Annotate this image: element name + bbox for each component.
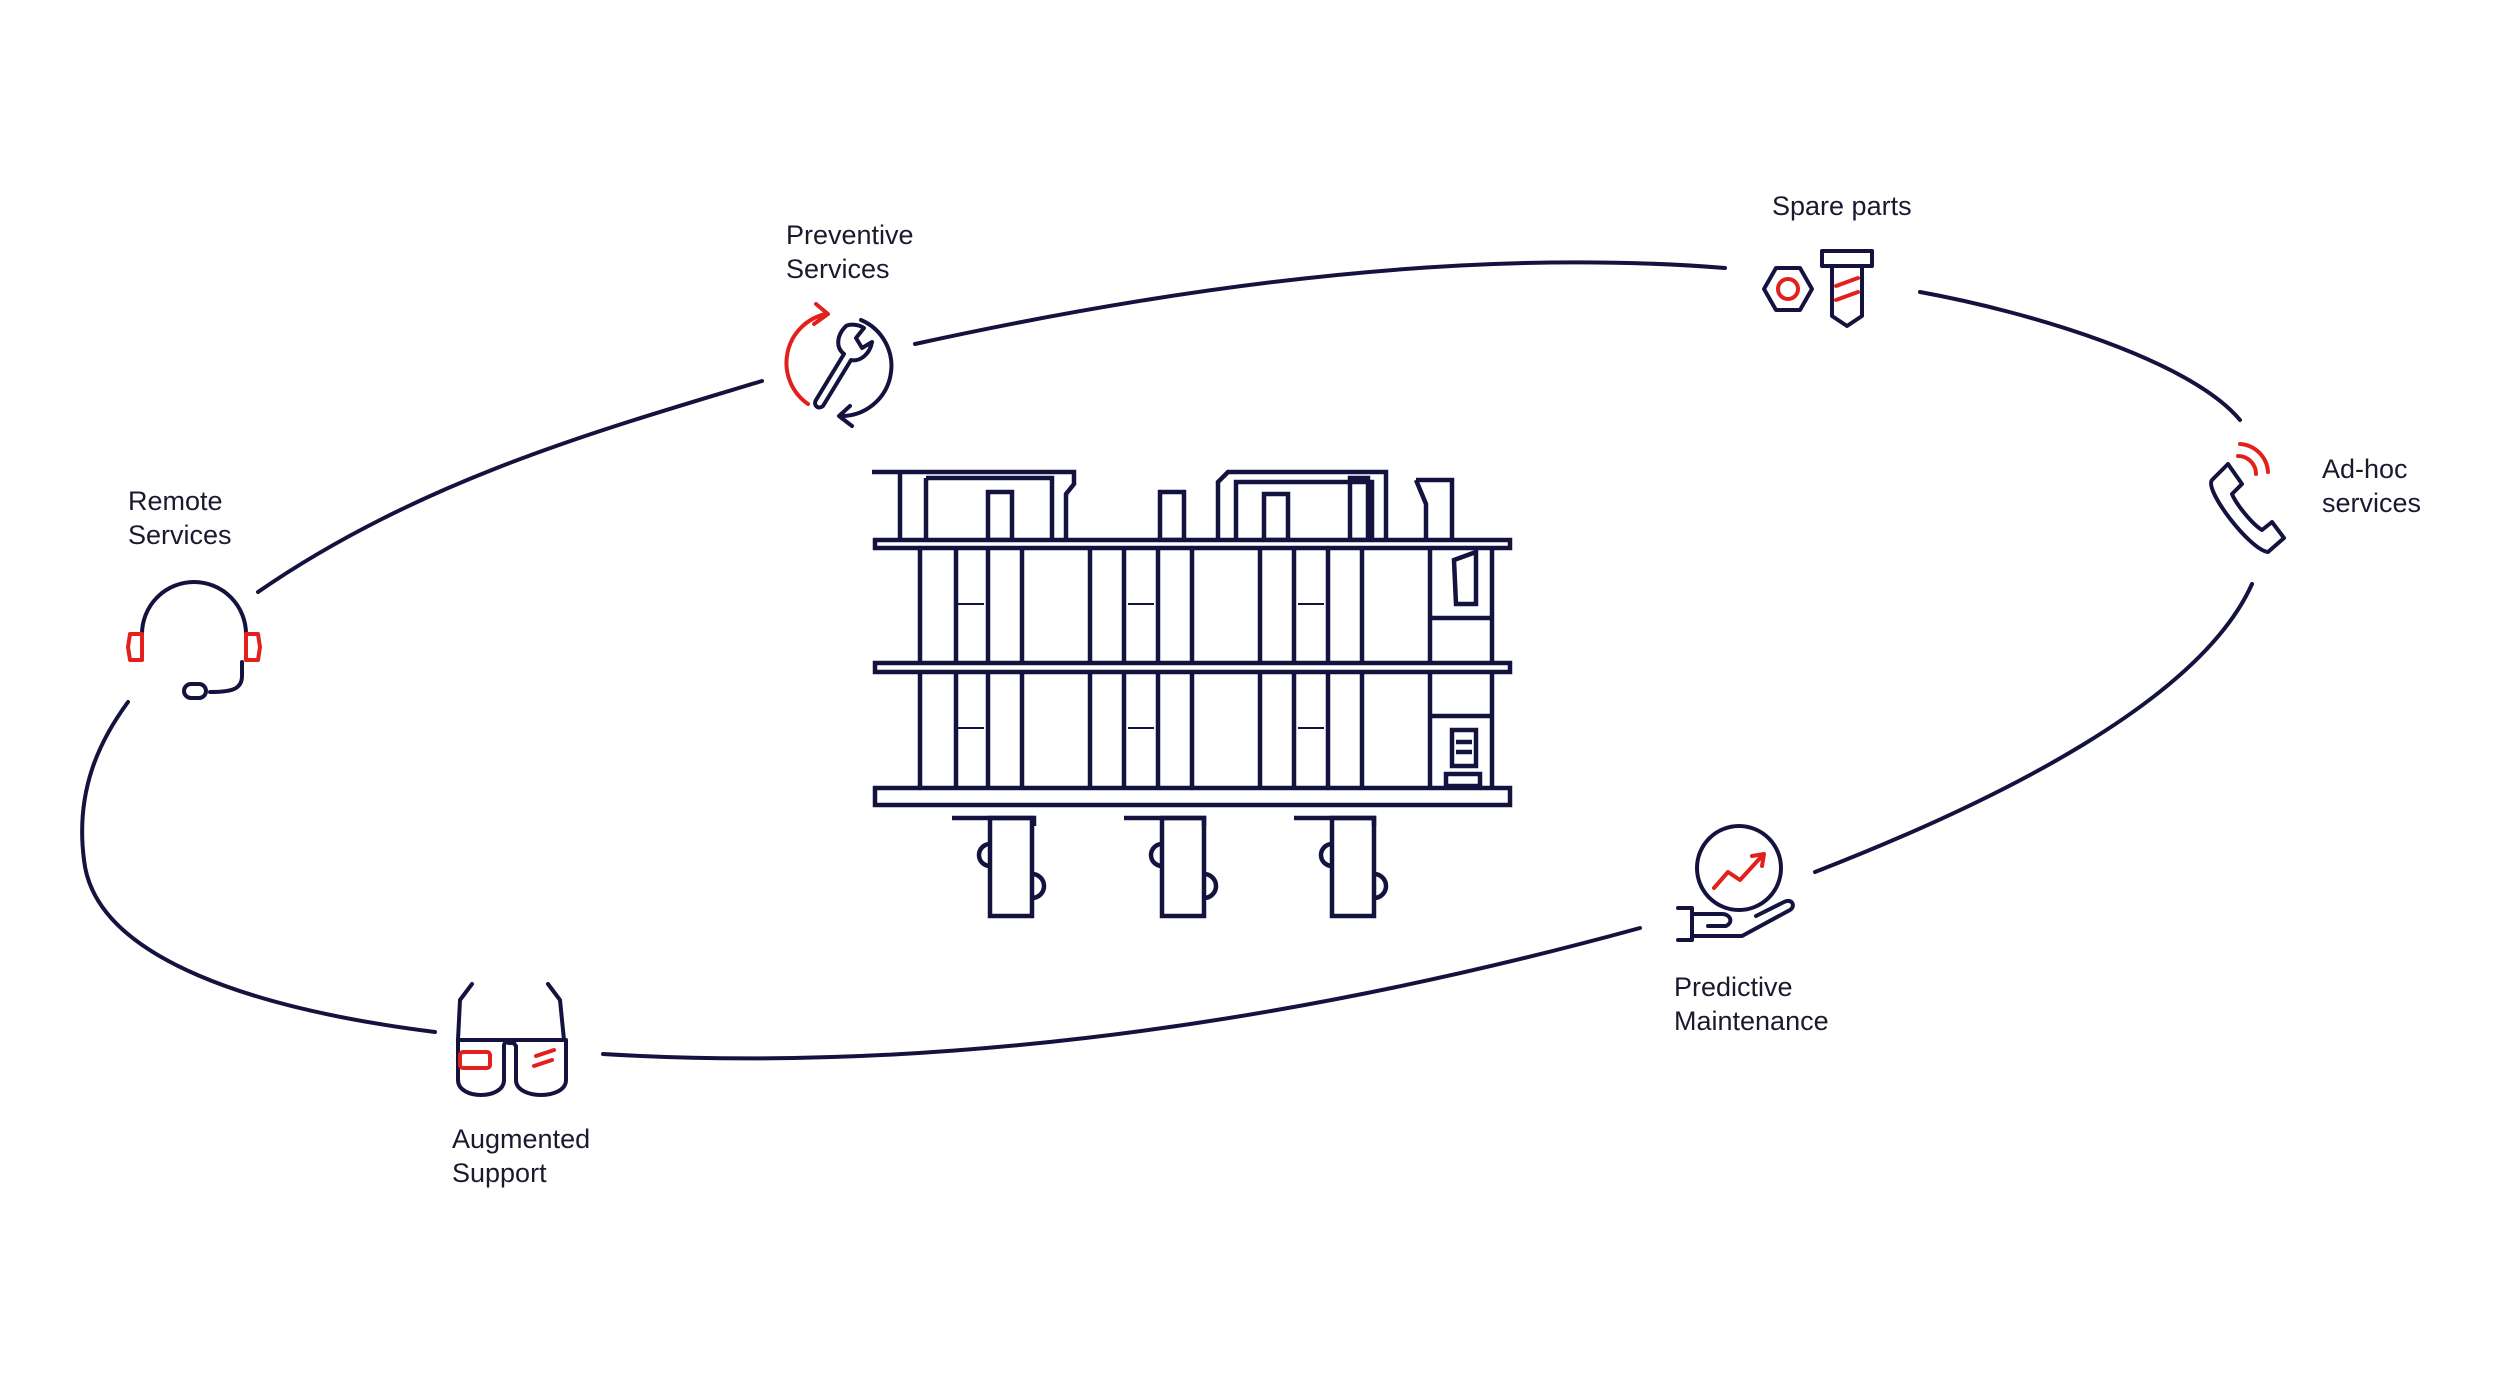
node-preventive-services: Preventive Services bbox=[784, 220, 914, 428]
adhoc-label-line2: services bbox=[2322, 488, 2421, 518]
node-adhoc-services: Ad-hoc services bbox=[2209, 442, 2421, 554]
node-predictive-maintenance: Predictive Maintenance bbox=[1674, 824, 1829, 1036]
phone-ringing-icon bbox=[2209, 442, 2286, 554]
preventive-label-line1: Preventive bbox=[786, 220, 914, 250]
remote-label-line1: Remote bbox=[128, 486, 223, 516]
predictive-label-line1: Predictive bbox=[1674, 972, 1793, 1002]
smart-glasses-icon bbox=[456, 982, 568, 1097]
nut-bolt-icon bbox=[1762, 249, 1874, 328]
augmented-label-line2: Support bbox=[452, 1158, 547, 1188]
wrench-cycle-icon bbox=[784, 302, 894, 428]
headset-icon bbox=[126, 580, 262, 700]
node-augmented-support: Augmented Support bbox=[452, 982, 590, 1188]
node-spare-parts: Spare parts bbox=[1762, 191, 1912, 328]
cycle-ring bbox=[80, 260, 2254, 1061]
remote-label-line2: Services bbox=[128, 520, 232, 550]
predictive-label-line2: Maintenance bbox=[1674, 1006, 1829, 1036]
augmented-label-line1: Augmented bbox=[452, 1124, 590, 1154]
spare-parts-label: Spare parts bbox=[1772, 191, 1912, 221]
hand-trend-icon bbox=[1676, 824, 1795, 942]
industrial-machine-icon bbox=[872, 469, 1513, 919]
preventive-label-line2: Services bbox=[786, 254, 890, 284]
node-remote-services: Remote Services bbox=[126, 486, 262, 700]
adhoc-label-line1: Ad-hoc bbox=[2322, 454, 2408, 484]
